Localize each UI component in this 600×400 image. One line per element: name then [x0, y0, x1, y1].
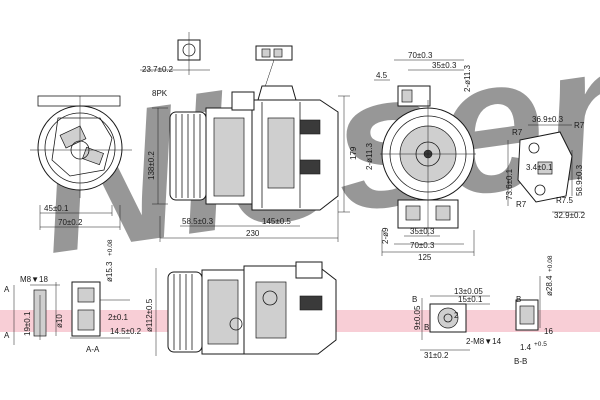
radius-r7-b: R7 — [574, 121, 585, 130]
dim-125: 125 — [418, 253, 432, 262]
radius-r7-c: R7 — [516, 200, 527, 209]
dim-4-5: 4.5 — [376, 71, 388, 80]
dim-phi-28-4-tolerance: +0.08 — [547, 255, 554, 272]
dim-2-9: 2-ø9 — [381, 227, 390, 244]
dim-15: 15±0.1 — [458, 295, 483, 304]
dim-2-11-3-top: 2-ø11.3 — [463, 64, 472, 92]
thread-2-m8-14: 2-M8▼14 — [466, 337, 502, 346]
radius-r7-a: R7 — [512, 128, 523, 137]
dim-179: 179 — [349, 146, 358, 160]
flange-detail-view — [507, 124, 584, 213]
front-face-view — [30, 95, 132, 230]
dim-phi-28-4: ø28.4 — [545, 275, 554, 296]
dim-9: 9±0.05 — [413, 305, 422, 330]
dim-145: 145±0.5 — [262, 217, 291, 226]
compressor-rear-view — [374, 59, 476, 256]
dim-230: 230 — [246, 229, 260, 238]
dim-1-4: 1.4 — [520, 343, 532, 352]
dim-45: 45±0.1 — [44, 204, 69, 213]
dim-phi-15-3: ø15.3 — [105, 261, 114, 282]
dim-phi-15-3-tolerance: +0.08 — [107, 239, 114, 256]
dim-14-5: 14.5±0.2 — [110, 327, 142, 336]
dim-2-b: 2 — [454, 311, 459, 320]
section-a-a-view — [13, 281, 130, 345]
dim-phi-112: ø112±0.5 — [145, 298, 154, 332]
dim-23-7: 23.7±0.2 — [142, 65, 174, 74]
dim-3-4: 3.4±0.1 — [526, 163, 553, 172]
dim-36-9: 36.9±0.3 — [532, 115, 564, 124]
section-a-a-title: A-A — [86, 345, 100, 354]
compressor-bottom-view — [155, 261, 337, 356]
dim-31: 31±0.2 — [424, 351, 449, 360]
section-b-marker-right: B — [516, 295, 521, 304]
thread-m8-18: M8▼18 — [20, 275, 48, 284]
dim-58-9: 58.9±0.3 — [575, 164, 584, 196]
dim-32-9: 32.9±0.2 — [554, 211, 586, 220]
dim-phi-10: ø10 — [55, 314, 64, 328]
section-b-b-title: B-B — [514, 357, 527, 366]
radius-r7-5: R7.5 — [556, 196, 573, 205]
dim-rear-35-bottom: 35±0.3 — [410, 227, 435, 236]
dim-1-4-tolerance: +0.5 — [534, 341, 547, 348]
section-b-b-view — [420, 276, 541, 351]
compressor-side-view — [140, 32, 350, 242]
dim-2: 2±0.1 — [108, 313, 129, 322]
dim-58-5: 58.5±0.3 — [182, 217, 214, 226]
dim-138: 138±0.2 — [147, 151, 156, 180]
dim-rear-70-bottom: 70±0.3 — [410, 241, 435, 250]
dim-73-6: 73.6±0.1 — [505, 168, 514, 200]
dim-16: 16 — [544, 327, 553, 336]
dim-19: 19±0.1 — [23, 311, 32, 336]
label-8pk: 8PK — [152, 89, 168, 98]
dim-rear-35: 35±0.3 — [432, 61, 457, 70]
dim-rear-70: 70±0.3 — [408, 51, 433, 60]
section-b-marker-mid: B — [424, 323, 429, 332]
section-a-marker-bottom: A — [4, 331, 10, 340]
dim-2-11-3-side: 2-ø11.3 — [365, 142, 374, 170]
dim-70: 70±0.2 — [58, 218, 83, 227]
section-b-marker-left: B — [412, 295, 417, 304]
section-a-marker-top: A — [4, 285, 10, 294]
dim-13: 13±0.05 — [454, 287, 483, 296]
